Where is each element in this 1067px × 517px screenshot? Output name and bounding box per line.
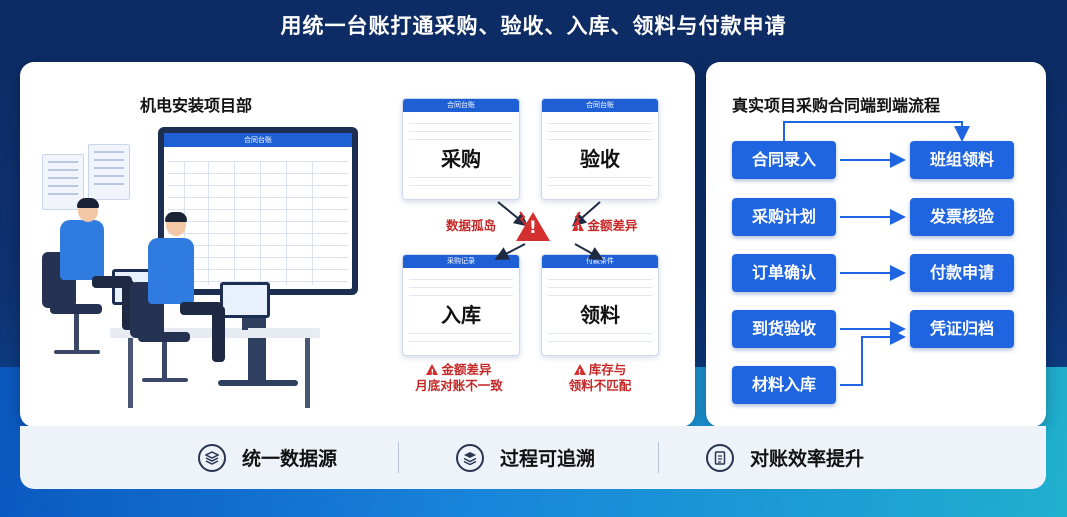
flow-connectors	[783, 121, 970, 386]
alert-data-island: 数据孤岛	[445, 218, 496, 233]
module-card-acceptance: 合同台账 验收	[541, 98, 659, 200]
module-label: 入库	[441, 303, 481, 327]
right-panel: 真实项目采购合同端到端流程 合同录入 采购计划 订单确认 到货验收 材料入库 班…	[706, 62, 1046, 427]
alert-stock-mismatch: 库存与 领料不匹配	[550, 362, 650, 394]
screen-title: 合同台账	[164, 133, 352, 147]
flow-step-purchase-plan: 采购计划	[732, 198, 836, 236]
module-card-warehousing: 采购记录 入库	[402, 254, 520, 356]
module-card-material-issue: 付款条件 领料	[541, 254, 659, 356]
feature-reconciliation: 对账效率提升	[706, 426, 864, 489]
warning-icon	[426, 364, 439, 381]
wall-document-icon	[88, 144, 130, 200]
computer-monitor-icon	[220, 282, 270, 318]
left-panel-title: 机电安装项目部	[140, 96, 253, 115]
module-label: 领料	[580, 303, 620, 327]
flow-step-warehousing: 材料入库	[732, 366, 836, 404]
flow-step-order-confirm: 订单确认	[732, 254, 836, 292]
flow-step-team-material: 班组领料	[910, 141, 1014, 179]
module-label: 采购	[441, 147, 481, 171]
left-panel: 机电安装项目部 合同台账	[20, 62, 695, 427]
feature-unified-data: 统一数据源	[198, 426, 337, 489]
office-illustration: 合同台账	[20, 62, 400, 427]
module-label: 验收	[580, 147, 620, 171]
alert-amount-diff-monthly: 金额差异 月底对账不一致	[404, 362, 514, 394]
feature-bar: 统一数据源 过程可追溯 对账效率提升	[20, 426, 1046, 489]
flow-step-payment-request: 付款申请	[910, 254, 1014, 292]
flow-step-invoice-check: 发票核验	[910, 198, 1014, 236]
alert-amount-diff: 金额差异	[560, 218, 650, 237]
warning-icon	[572, 220, 585, 237]
person-figure	[148, 238, 194, 304]
stack-icon	[456, 443, 484, 472]
module-card-procurement: 合同台账 采购	[402, 98, 520, 200]
flow-step-arrival-check: 到货验收	[732, 310, 836, 348]
wall-document-icon	[42, 154, 84, 210]
feature-traceable: 过程可追溯	[456, 426, 595, 489]
layers-icon	[198, 443, 226, 472]
flow-step-contract-entry: 合同录入	[732, 141, 836, 179]
page-headline: 用统一台账打通采购、验收、入库、领料与付款申请	[280, 14, 787, 38]
person-figure	[60, 220, 104, 280]
warning-icon	[573, 364, 586, 381]
warning-icon: !	[516, 212, 550, 241]
document-icon	[706, 443, 734, 472]
right-panel-title: 真实项目采购合同端到端流程	[732, 96, 941, 115]
flow-step-voucher-archive: 凭证归档	[910, 310, 1014, 348]
